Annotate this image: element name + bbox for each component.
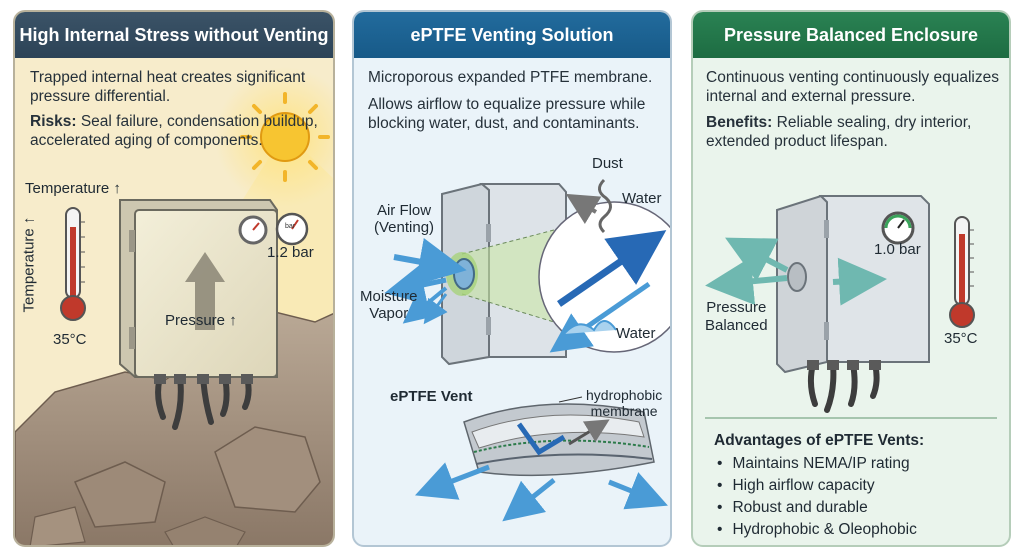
list-item: Robust and durable: [717, 497, 917, 519]
vent-label: ePTFE Vent: [390, 388, 473, 405]
temperature-label: Temperature ↑: [25, 180, 121, 197]
gauge-value: 1.0 bar: [874, 241, 921, 258]
vent-projection: [462, 230, 554, 322]
vent-icon: [446, 252, 478, 296]
advantages-title: Advantages of ePTFE Vents:: [714, 432, 925, 449]
sun-icon: [240, 92, 330, 182]
panel-pressure-balanced: Pressure Balanced Enclosure: [691, 10, 1011, 547]
external-gauge-icon: [275, 212, 309, 246]
pressure-label: Pressure ↑: [165, 312, 237, 329]
panel-description-2: Allows airflow to equalize pressure whil…: [368, 96, 646, 132]
balanced-illustration: [705, 194, 997, 419]
panel-title: Pressure Balanced Enclosure: [693, 12, 1009, 58]
list-item: Hydrophobic & Oleophobic: [717, 519, 916, 541]
airflow-arrows: [384, 238, 467, 325]
panel-description: Microporous expanded PTFE membrane.: [368, 69, 653, 86]
temperature-value: 35°C: [53, 331, 87, 348]
temperature-value: 35°C: [944, 330, 978, 347]
gauge-value: 1.2 bar: [267, 244, 314, 261]
pressure-arrow: [185, 252, 225, 330]
advantages-list: Maintains NEMA/IP rating High airflow ca…: [717, 453, 917, 541]
gauge-unit: bar: [285, 223, 296, 230]
balance-arrows: [705, 237, 887, 306]
water-label-top: Water: [622, 190, 662, 207]
airflow-label: Air Flow(Venting): [374, 202, 435, 236]
panel-eptfe-solution: ePTFE Venting Solution: [352, 10, 672, 547]
thermometer-icon: [60, 207, 86, 321]
no-venting-illustration: [15, 67, 333, 545]
panel-description: Trapped internal heat creates significan…: [30, 69, 306, 105]
panel-no-venting: High Internal Stress without Venting: [13, 10, 335, 547]
risks-text: Risks: Seal failure, condensation buildu…: [30, 113, 318, 149]
membrane-layers: [463, 403, 655, 477]
enclosure-box: [119, 199, 278, 430]
bottom-arrows: [414, 462, 668, 522]
panel-title: High Internal Stress without Venting: [15, 12, 333, 58]
panel-description: Continuous venting continuously equalize…: [706, 69, 999, 105]
water-splash-icon: [563, 320, 617, 335]
gauge-icon: [238, 215, 268, 245]
water-label-bottom: Water: [616, 325, 656, 342]
list-item: High airflow capacity: [717, 475, 917, 497]
list-item: Maintains NEMA/IP rating: [717, 453, 917, 475]
thermometer-icon: [949, 216, 975, 328]
water-arrows: [549, 230, 667, 353]
benefits-text: Benefits: Reliable sealing, dry interior…: [706, 114, 972, 150]
temperature-label-vertical: Temperature ↑: [20, 216, 38, 313]
vent-icon: [787, 262, 807, 292]
gauge-icon: [881, 211, 915, 245]
panel-title: ePTFE Venting Solution: [354, 12, 670, 58]
eptfe-illustration: [384, 178, 670, 522]
dust-label: Dust: [592, 155, 623, 172]
dust-icon: [598, 178, 612, 234]
